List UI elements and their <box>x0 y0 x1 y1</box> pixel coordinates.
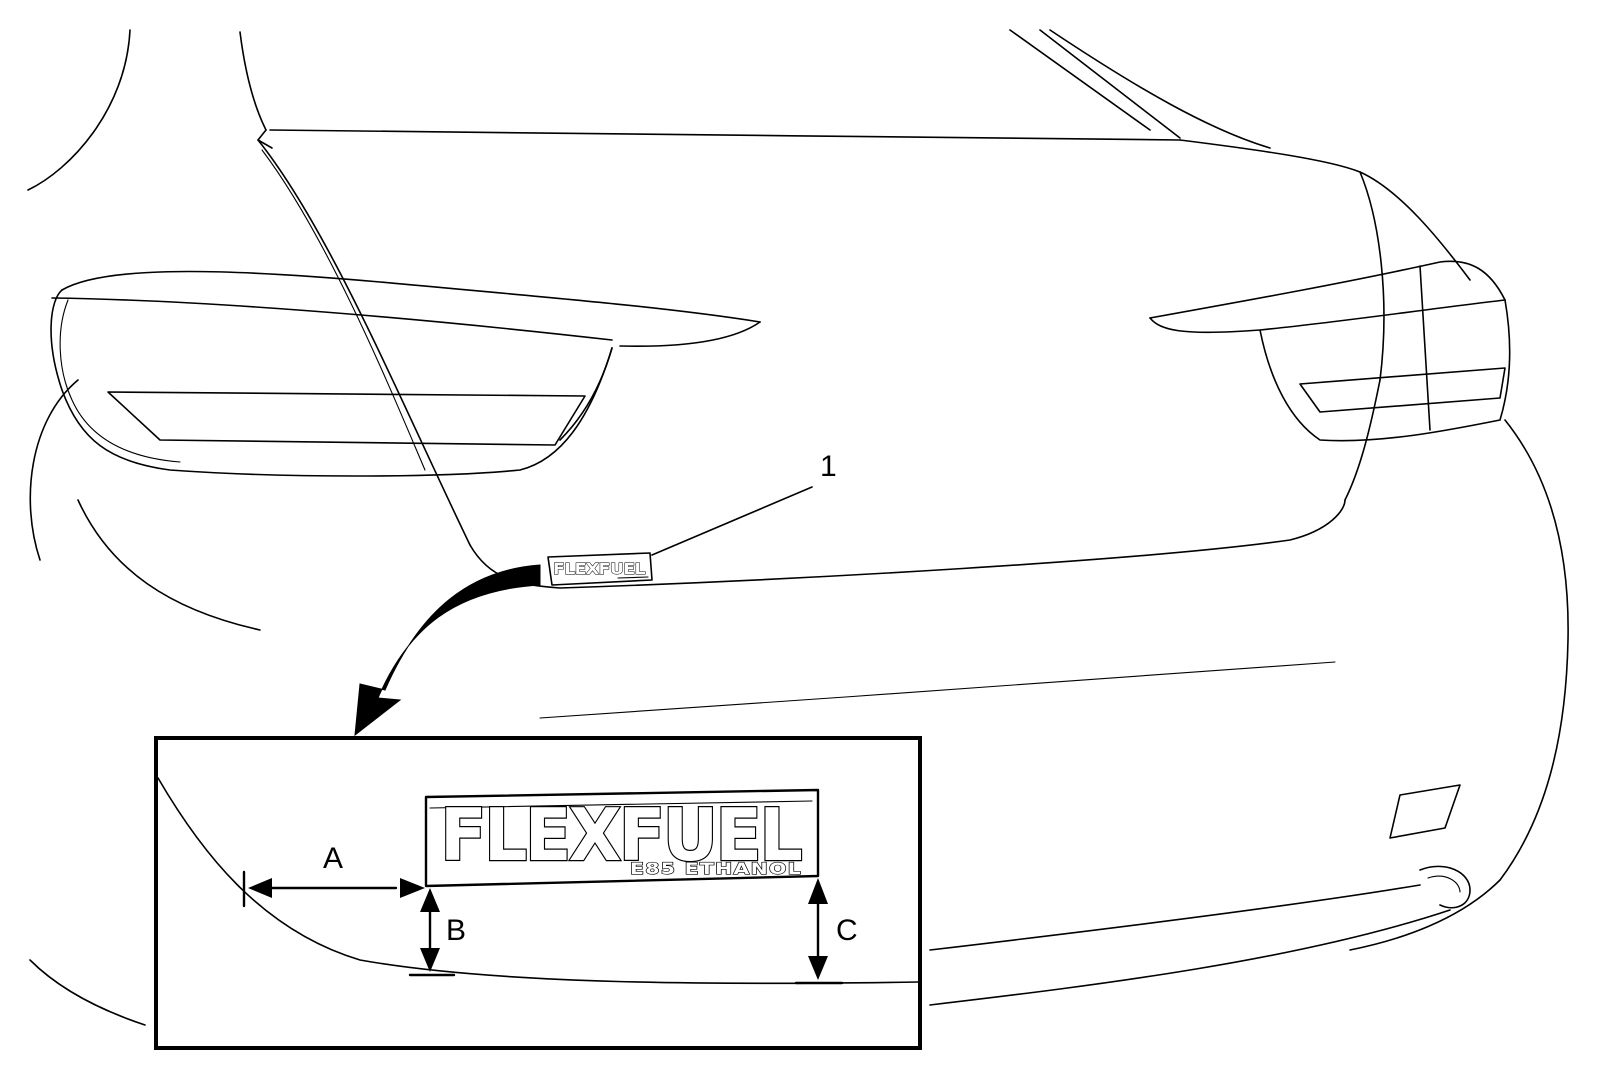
callout-number: 1 <box>820 450 837 483</box>
detail-inset: FLEXFUEL E85 ETHANOL A B C <box>154 736 922 1050</box>
trunk-badge-text: FLEXFUEL <box>553 560 646 578</box>
trunk-badge-small: FLEXFUEL <box>547 552 653 586</box>
badge-sub-text: E85 ETHANOL <box>630 859 802 878</box>
dimension-b-label: B <box>446 914 466 947</box>
dimension-a-label: A <box>323 842 343 875</box>
badge-main-text: FLEXFUEL <box>440 793 801 877</box>
flexfuel-badge-detail: FLEXFUEL E85 ETHANOL <box>424 788 820 888</box>
vehicle-rear-outline <box>27 29 1569 1026</box>
zoom-arrow <box>354 564 541 737</box>
dimension-c: C <box>794 878 858 985</box>
dimension-a: A <box>242 842 425 908</box>
dimension-b: B <box>408 888 466 977</box>
dimension-c-label: C <box>836 914 858 947</box>
callout-1: 1 <box>651 450 837 556</box>
